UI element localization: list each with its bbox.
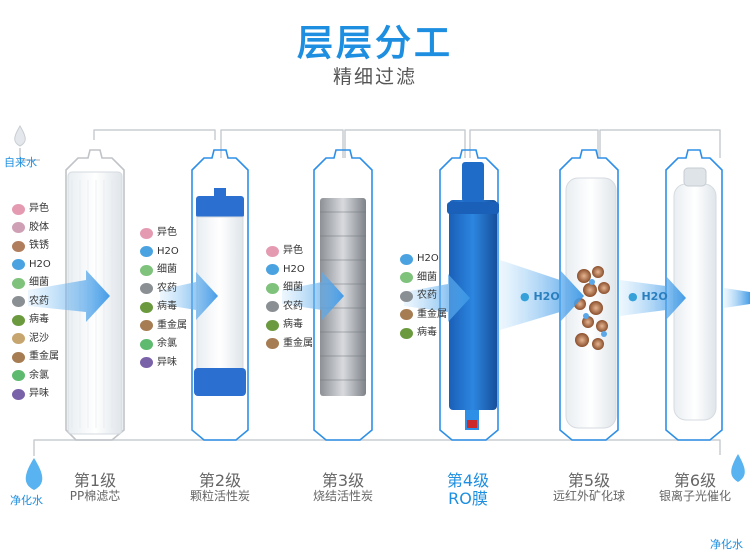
water-drop-icon: ●	[520, 290, 530, 303]
contam-item: 重金属	[266, 335, 313, 354]
particle-icon	[400, 327, 413, 339]
stage-name: 银离子光催化	[658, 488, 731, 503]
particle-icon	[266, 282, 279, 294]
particle-icon	[12, 277, 25, 289]
particle-icon	[140, 301, 153, 313]
particle-icon	[266, 338, 279, 350]
contam-item: 农药	[12, 293, 59, 312]
contam-item: 铁锈	[12, 237, 59, 256]
stage-number: 第1级	[73, 471, 117, 490]
particle-icon	[140, 227, 153, 239]
purified-water-label-left: 净化水	[10, 494, 43, 507]
particle-icon	[140, 283, 153, 295]
particle-icon	[12, 351, 25, 363]
contam-item: 异味	[140, 354, 187, 373]
stage-label-5: 第5级 远红外矿化球	[534, 472, 644, 503]
stage-label-1: 第1级 PP棉滤芯	[40, 472, 150, 503]
stage-label-4: 第4级 RO膜	[413, 472, 523, 507]
page-title: 层层分工	[296, 23, 453, 64]
purified-water-drop-icon	[25, 458, 43, 490]
particle-icon	[12, 370, 25, 382]
contam-item: 重金属	[12, 348, 59, 367]
particle-icon	[140, 338, 153, 350]
contam-item: 胶体	[12, 219, 59, 238]
contam-item: 异色	[140, 224, 187, 243]
particle-icon	[266, 264, 279, 276]
contam-item: 病毒	[266, 316, 313, 335]
stage5-h2o-badge: ● H2O	[520, 290, 560, 303]
stage-label-2: 第2级 颗粒活性炭	[165, 472, 275, 503]
contam-item: 余氯	[12, 367, 59, 386]
stage3-contaminants: 异色 H2O 细菌 农药 病毒 重金属	[266, 242, 313, 353]
particle-icon	[12, 333, 25, 345]
purified-water-label-right: 净化水	[710, 538, 743, 551]
particle-icon	[12, 222, 25, 234]
contam-item: 余氯	[140, 335, 187, 354]
particle-icon	[12, 240, 25, 252]
particle-icon	[400, 309, 413, 321]
particle-icon	[400, 290, 413, 302]
purified-water-drop-icon-right	[731, 454, 745, 482]
stage-number: 第5级	[567, 471, 611, 490]
stage-name: RO膜	[448, 488, 488, 508]
particle-icon	[12, 314, 25, 326]
stage-number: 第2级	[198, 471, 242, 490]
contam-item: 细菌	[266, 279, 313, 298]
contam-item: 病毒	[140, 298, 187, 317]
contam-item: 农药	[266, 298, 313, 317]
particle-icon	[400, 253, 413, 265]
particle-icon	[266, 319, 279, 331]
contam-item: 异味	[12, 385, 59, 404]
particle-icon	[12, 259, 25, 271]
stage4-contaminants: H2O 细菌 农药 重金属 病毒	[400, 250, 447, 343]
contam-item: 重金属	[140, 317, 187, 336]
particle-icon	[12, 388, 25, 400]
contam-item: 重金属	[400, 306, 447, 325]
contam-item: 病毒	[400, 324, 447, 343]
stage1-contaminants: 异色 胶体 铁锈 H2O 细菌 农药 病毒 泥沙 重金属 余氯 异味	[12, 200, 59, 404]
contam-item: H2O	[12, 256, 59, 275]
stage6-h2o-badge: ● H2O	[628, 290, 668, 303]
stage-name: 远红外矿化球	[552, 488, 625, 503]
stage-name: 烧结活性炭	[312, 488, 373, 503]
stage-name: PP棉滤芯	[69, 488, 121, 503]
stage-number: 第4级	[446, 471, 490, 490]
contam-item: H2O	[140, 243, 187, 262]
contam-item: H2O	[400, 250, 447, 269]
particle-icon	[12, 296, 25, 308]
contam-item: 异色	[266, 242, 313, 261]
stage-number: 第6级	[673, 471, 717, 490]
contam-item: 农药	[400, 287, 447, 306]
stage2-contaminants: 异色 H2O 细菌 农药 病毒 重金属 余氯 异味	[140, 224, 187, 372]
stage-label-3: 第3级 烧结活性炭	[288, 472, 398, 503]
contam-item: 细菌	[400, 269, 447, 288]
water-drop-icon: ●	[628, 290, 638, 303]
contam-item: 泥沙	[12, 330, 59, 349]
particle-icon	[140, 264, 153, 276]
tap-water-drop-icon	[14, 125, 26, 147]
particle-icon	[140, 320, 153, 332]
contam-item: 细菌	[140, 261, 187, 280]
particle-icon	[140, 357, 153, 369]
stage-label-6: 第6级 银离子光催化	[640, 472, 750, 503]
contam-item: H2O	[266, 261, 313, 280]
contam-item: 细菌	[12, 274, 59, 293]
contam-item: 农药	[140, 280, 187, 299]
stage-name: 颗粒活性炭	[189, 488, 250, 503]
particle-icon	[12, 203, 25, 215]
tap-water-label: 自来水	[4, 156, 37, 169]
particle-icon	[266, 301, 279, 313]
page-subtitle: 精细过滤	[332, 66, 417, 88]
particle-icon	[266, 245, 279, 257]
particle-icon	[140, 246, 153, 258]
particle-icon	[400, 272, 413, 284]
contam-item: 病毒	[12, 311, 59, 330]
contam-item: 异色	[12, 200, 59, 219]
stage-number: 第3级	[321, 471, 365, 490]
